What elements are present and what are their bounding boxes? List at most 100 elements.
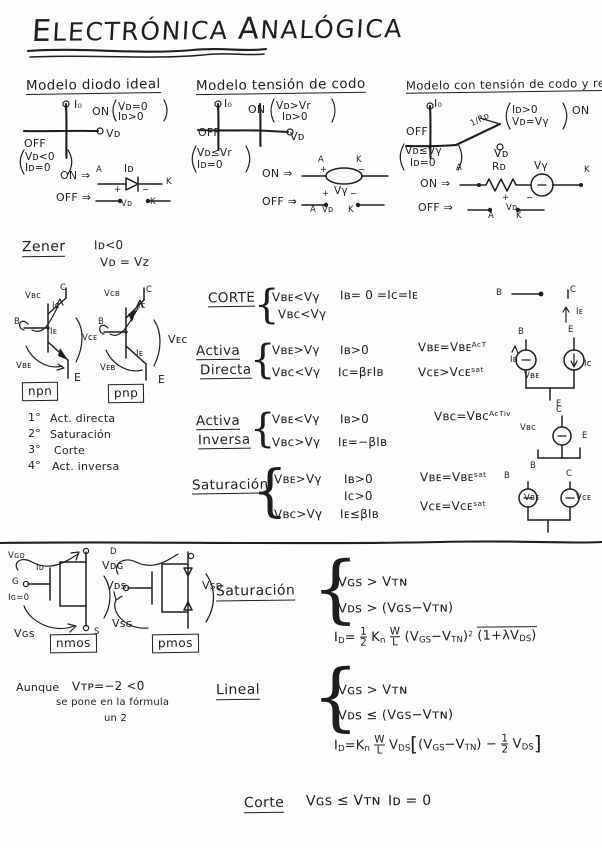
lin-frac-den: 2 [501, 743, 509, 756]
title-word-electronica: LECTRÓNICA [51, 15, 240, 47]
mosfet-nmos-vgd: Vɢᴅ [8, 551, 25, 561]
diode-model-1-on-cond-2: Iᴅ>0 [118, 111, 144, 123]
bjt-circuit-ad-vbe: Vʙᴇ [524, 371, 540, 381]
diode-model-2-on-circuit [301, 167, 389, 185]
bjt-pnp-symbol [99, 287, 161, 381]
diode-model-1-on-current-label: Iᴅ [124, 163, 134, 175]
diode-model-2-off-anode-label: A [310, 205, 317, 215]
bjt-order-label-1: Act. directa [50, 412, 116, 425]
diode-model-1-off-paren [19, 149, 73, 175]
mosfet-region-1-name: Lineal [215, 681, 261, 700]
mosfet-note-equation: Vᴛᴘ=−2 <0 [71, 678, 145, 694]
lin-bracket-close: ] [533, 731, 542, 755]
mosfet-nmos-terminal-s: S [94, 627, 100, 637]
lin-tn: TN [464, 742, 477, 754]
bjt-region-1-col2-2: Iᴄ=βꜰIʙ [337, 364, 384, 380]
diode-model-1-iv-curve [22, 100, 104, 160]
mosfet-region-0-eq-1: Vɢꜱ > Vᴛɴ [337, 574, 408, 591]
bjt-region-2-col2-2: Iᴇ=−βIʙ [337, 434, 388, 450]
diode-model-3-off-circuit-label: OFF ⇒ [418, 201, 454, 214]
bjt-order-num-1: 1° [28, 411, 41, 424]
diode-model-3-on-circuit [459, 173, 583, 197]
bjt-region-1-name2: Directa [199, 361, 252, 380]
bjt-circuit-corte-b: B [496, 288, 503, 298]
bjt-pnp-vcb: Vᴄʙ [104, 289, 121, 299]
id-tn: TN [451, 635, 463, 646]
id-eq: = [344, 630, 356, 646]
diode-model-2-off-cond-1: Vᴅ≤Vr [197, 147, 232, 159]
diode-model-2-heading: Modelo tensión de codo [195, 75, 366, 96]
bjt-region-1-col3-2: Vᴄᴇ>Vᴄᴇˢᵃᵗ [417, 364, 485, 380]
diode-model-2-off-voltage-label: Vᴅ [322, 205, 334, 215]
diode-model-2-on-minus: − [358, 165, 366, 175]
diode-model-2-off-minus: − [350, 189, 358, 199]
bjt-region-2-col2-1: Iʙ>0 [339, 411, 370, 427]
bjt-circuit-sat-c: C [566, 469, 573, 479]
diode-model-3-source-label: Vγ [534, 160, 548, 172]
bjt-pnp-type-box: pnp [107, 383, 145, 404]
mosfet-region-1-eq-3: ID=Kn W L VDS[(VGS−VTN) − 1 2 VDS] [334, 731, 542, 757]
bjt-pnp-terminal-b: B [98, 317, 105, 327]
bjt-circuit-corte-e: Iᴇ [576, 307, 584, 317]
diode-model-2-on-paren [270, 98, 336, 123]
id-lambda-open: (1+λV [477, 628, 520, 645]
lin-vds2: V [512, 736, 522, 752]
bjt-region-0-col1-1: Vʙᴇ<Vγ [271, 289, 320, 305]
bjt-circuit-ad-b: B [518, 327, 525, 337]
id-wl-den: L [391, 636, 399, 649]
bjt-order-label-4: Act. inversa [52, 460, 120, 473]
bjt-region-1-name: Activa [195, 342, 241, 361]
diode-model-1-off-circuit [95, 198, 171, 204]
bjt-circuit-ai-vbc: Vʙᴄ [520, 423, 537, 433]
diode-model-1-off-voltage-label: Vᴅ [121, 199, 133, 209]
mosfet-nmos-id: Iᴅ [36, 563, 45, 573]
diode-model-2-on-circuit-label: ON ⇒ [262, 167, 293, 180]
bjt-region-0-name: CORTE [207, 289, 256, 308]
bjt-pnp-vec: Vᴇᴄ [168, 333, 188, 346]
zener-equation-1: Iᴅ<0 [93, 237, 124, 253]
mosfet-nmos-symbol [15, 547, 111, 633]
diode-model-2-voltage-label: Vᴅ [290, 130, 305, 143]
diode-model-3-on-label: ON [572, 104, 590, 117]
bjt-region-0-col1-2: Vʙᴄ<Vγ [277, 306, 327, 322]
diode-model-3-off-anode-label: A [488, 211, 495, 221]
diode-model-3-resistor-label: Rᴅ [492, 161, 507, 173]
bjt-region-2-col3-1: Vʙᴄ=Vʙᴄᴬᶜᵀⁱᵛ [433, 408, 512, 424]
diode-model-3-off-minus: − [526, 193, 534, 203]
bjt-npn-type-box: npn [21, 381, 59, 402]
lin-kn-sub: n [364, 743, 370, 754]
id-square: 2 [468, 629, 474, 639]
mosfet-note-line3: un 2 [104, 713, 128, 724]
bjt-circuit-ad-e: E [568, 325, 574, 335]
mosfet-region-1-eq-1: Vɢꜱ > Vᴛɴ [337, 682, 408, 699]
bjt-region-0-col2-1: Iʙ= 0 =Iᴄ=Iᴇ [339, 287, 418, 303]
page-title: ELECTRÓNICA ANALÓGICA [31, 12, 404, 49]
bjt-region-3-col2-3: Iᴇ≤βIʙ [339, 506, 379, 522]
bjt-region-3-col1-2: Vʙᴄ>Vγ [273, 506, 323, 522]
diode-model-2-cathode-label: K [356, 155, 362, 165]
mosfet-note-line2: se pone en la fórmula [56, 697, 170, 708]
diode-model-1-off-minus: − [142, 185, 150, 195]
title-word-analogica: NALÓGICA [259, 14, 404, 45]
bjt-region-3-col1-1: Vʙᴇ>Vγ [273, 471, 322, 487]
diode-model-2-on-cond-2: Iᴅ>0 [282, 111, 308, 123]
bjt-order-label-3: Corte [54, 444, 86, 457]
diode-model-3-off-voltage-label: Vᴅ [506, 203, 518, 213]
diode-model-3-on-paren [505, 102, 568, 130]
diode-model-2-iv-curve [196, 100, 294, 152]
mosfet-nmos-ig: Iɢ=0 [8, 593, 30, 603]
id-gs: GS [418, 635, 432, 646]
bjt-circuit-corte-c: C [570, 285, 577, 295]
diode-model-3-off-cathode-label: K [516, 211, 522, 221]
diode-model-1-off-cathode-label: K [150, 197, 156, 207]
mosfet-region-0-brace: { [312, 546, 360, 632]
diode-model-3-on-cond-1: Iᴅ>0 [512, 104, 538, 116]
diode-model-1-voltage-label: Vᴅ [106, 127, 121, 140]
diode-model-1-on-circuit [97, 176, 163, 192]
bjt-region-3-col2-1: Iʙ>0 [343, 471, 374, 487]
zener-heading: Zener [21, 238, 66, 257]
mosfet-nmos-vds: Vᴅꜱ [106, 579, 127, 592]
bjt-region-2-name2: Inversa [197, 431, 251, 450]
bjt-region-3-col3-2: Vᴄᴇ=Vᴄᴇˢᵃᵗ [419, 498, 487, 514]
bjt-region-3-brace: { [252, 459, 288, 524]
